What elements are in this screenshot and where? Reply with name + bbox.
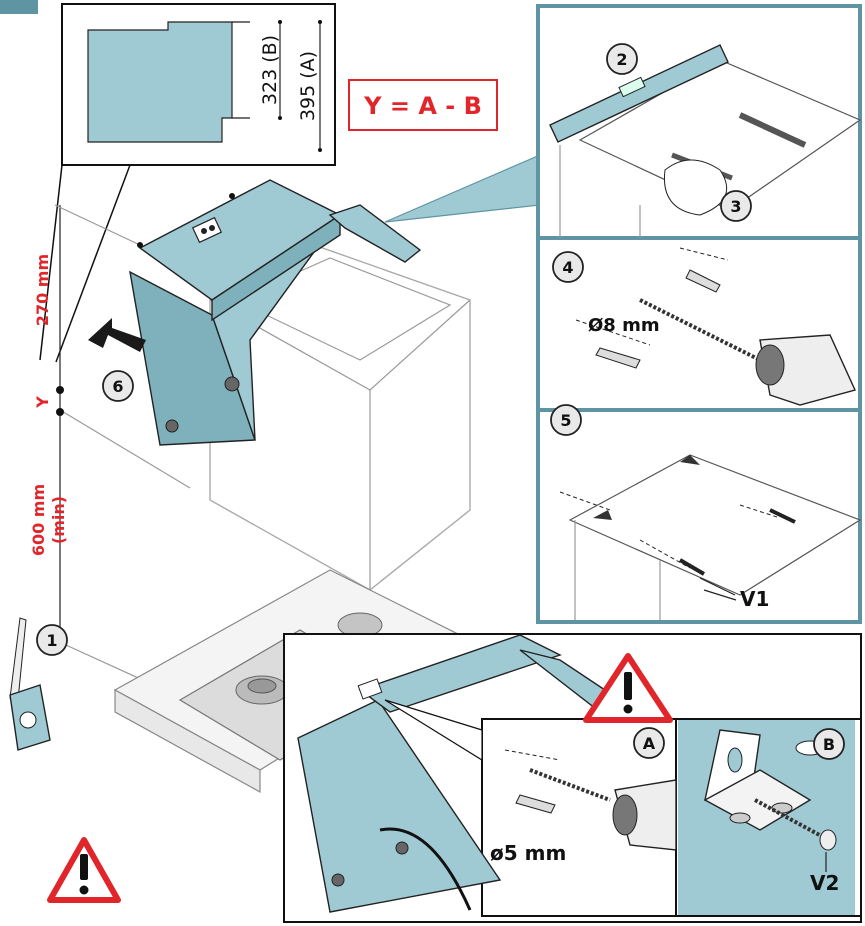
step-badge-a: A [633,727,665,759]
dimension-b-label: 323 (B) [259,35,281,105]
tape-measure-icon [9,617,51,751]
svg-text:B: B [823,735,835,754]
push-arrow [88,318,146,352]
svg-text:5: 5 [560,411,571,430]
svg-text:2: 2 [616,50,627,69]
warning-triangle-icon [583,653,673,723]
step-badge-4: 4 [552,251,584,283]
svg-text:6: 6 [112,377,123,396]
drill-small-label: ø5 mm [490,841,566,865]
screw-v2-label: V2 [810,871,839,895]
dimension-callout: 323 (B) 395 (A) [39,3,336,363]
spirit-level-icon [549,44,729,143]
profile-shape [87,21,233,143]
step-5-drawing [559,454,862,620]
screw-v1-label: V1 [740,587,769,611]
formula-box: Y = A - B [348,79,498,131]
dimension-a-label: 395 (A) [297,51,319,121]
step-badge-2: 2 [606,43,638,75]
svg-text:4: 4 [562,258,573,277]
height-lower-note: (min) [49,496,68,544]
svg-text:A: A [643,734,656,753]
step-badge-6: 6 [102,370,134,402]
y-mark-label: Y [33,396,52,409]
formula-text: Y = A - B [363,92,482,120]
step-badge-3: 3 [720,190,752,222]
step-2-3-drawing [549,44,862,238]
drill-icon [759,334,856,406]
corner-accent [0,0,38,14]
step-b-drawing [703,729,837,851]
callout-wedge [384,154,541,223]
bottom-hood-bracket [297,634,622,913]
detail-pointer [384,699,483,762]
step-a-drawing [504,749,677,851]
warning-triangle-icon-small [47,837,121,903]
svg-text:1: 1 [46,631,57,650]
step-badge-b: B [813,728,845,760]
drill-large-label: Ø8 mm [588,315,660,336]
height-lower-label: 600 mm [29,484,48,556]
height-upper-label: 270 mm [33,254,52,326]
step-4-drawing [575,247,856,406]
hood-bracket [129,179,422,446]
step-badge-5: 5 [550,404,582,436]
svg-text:3: 3 [730,197,741,216]
step-badge-1: 1 [36,624,68,656]
